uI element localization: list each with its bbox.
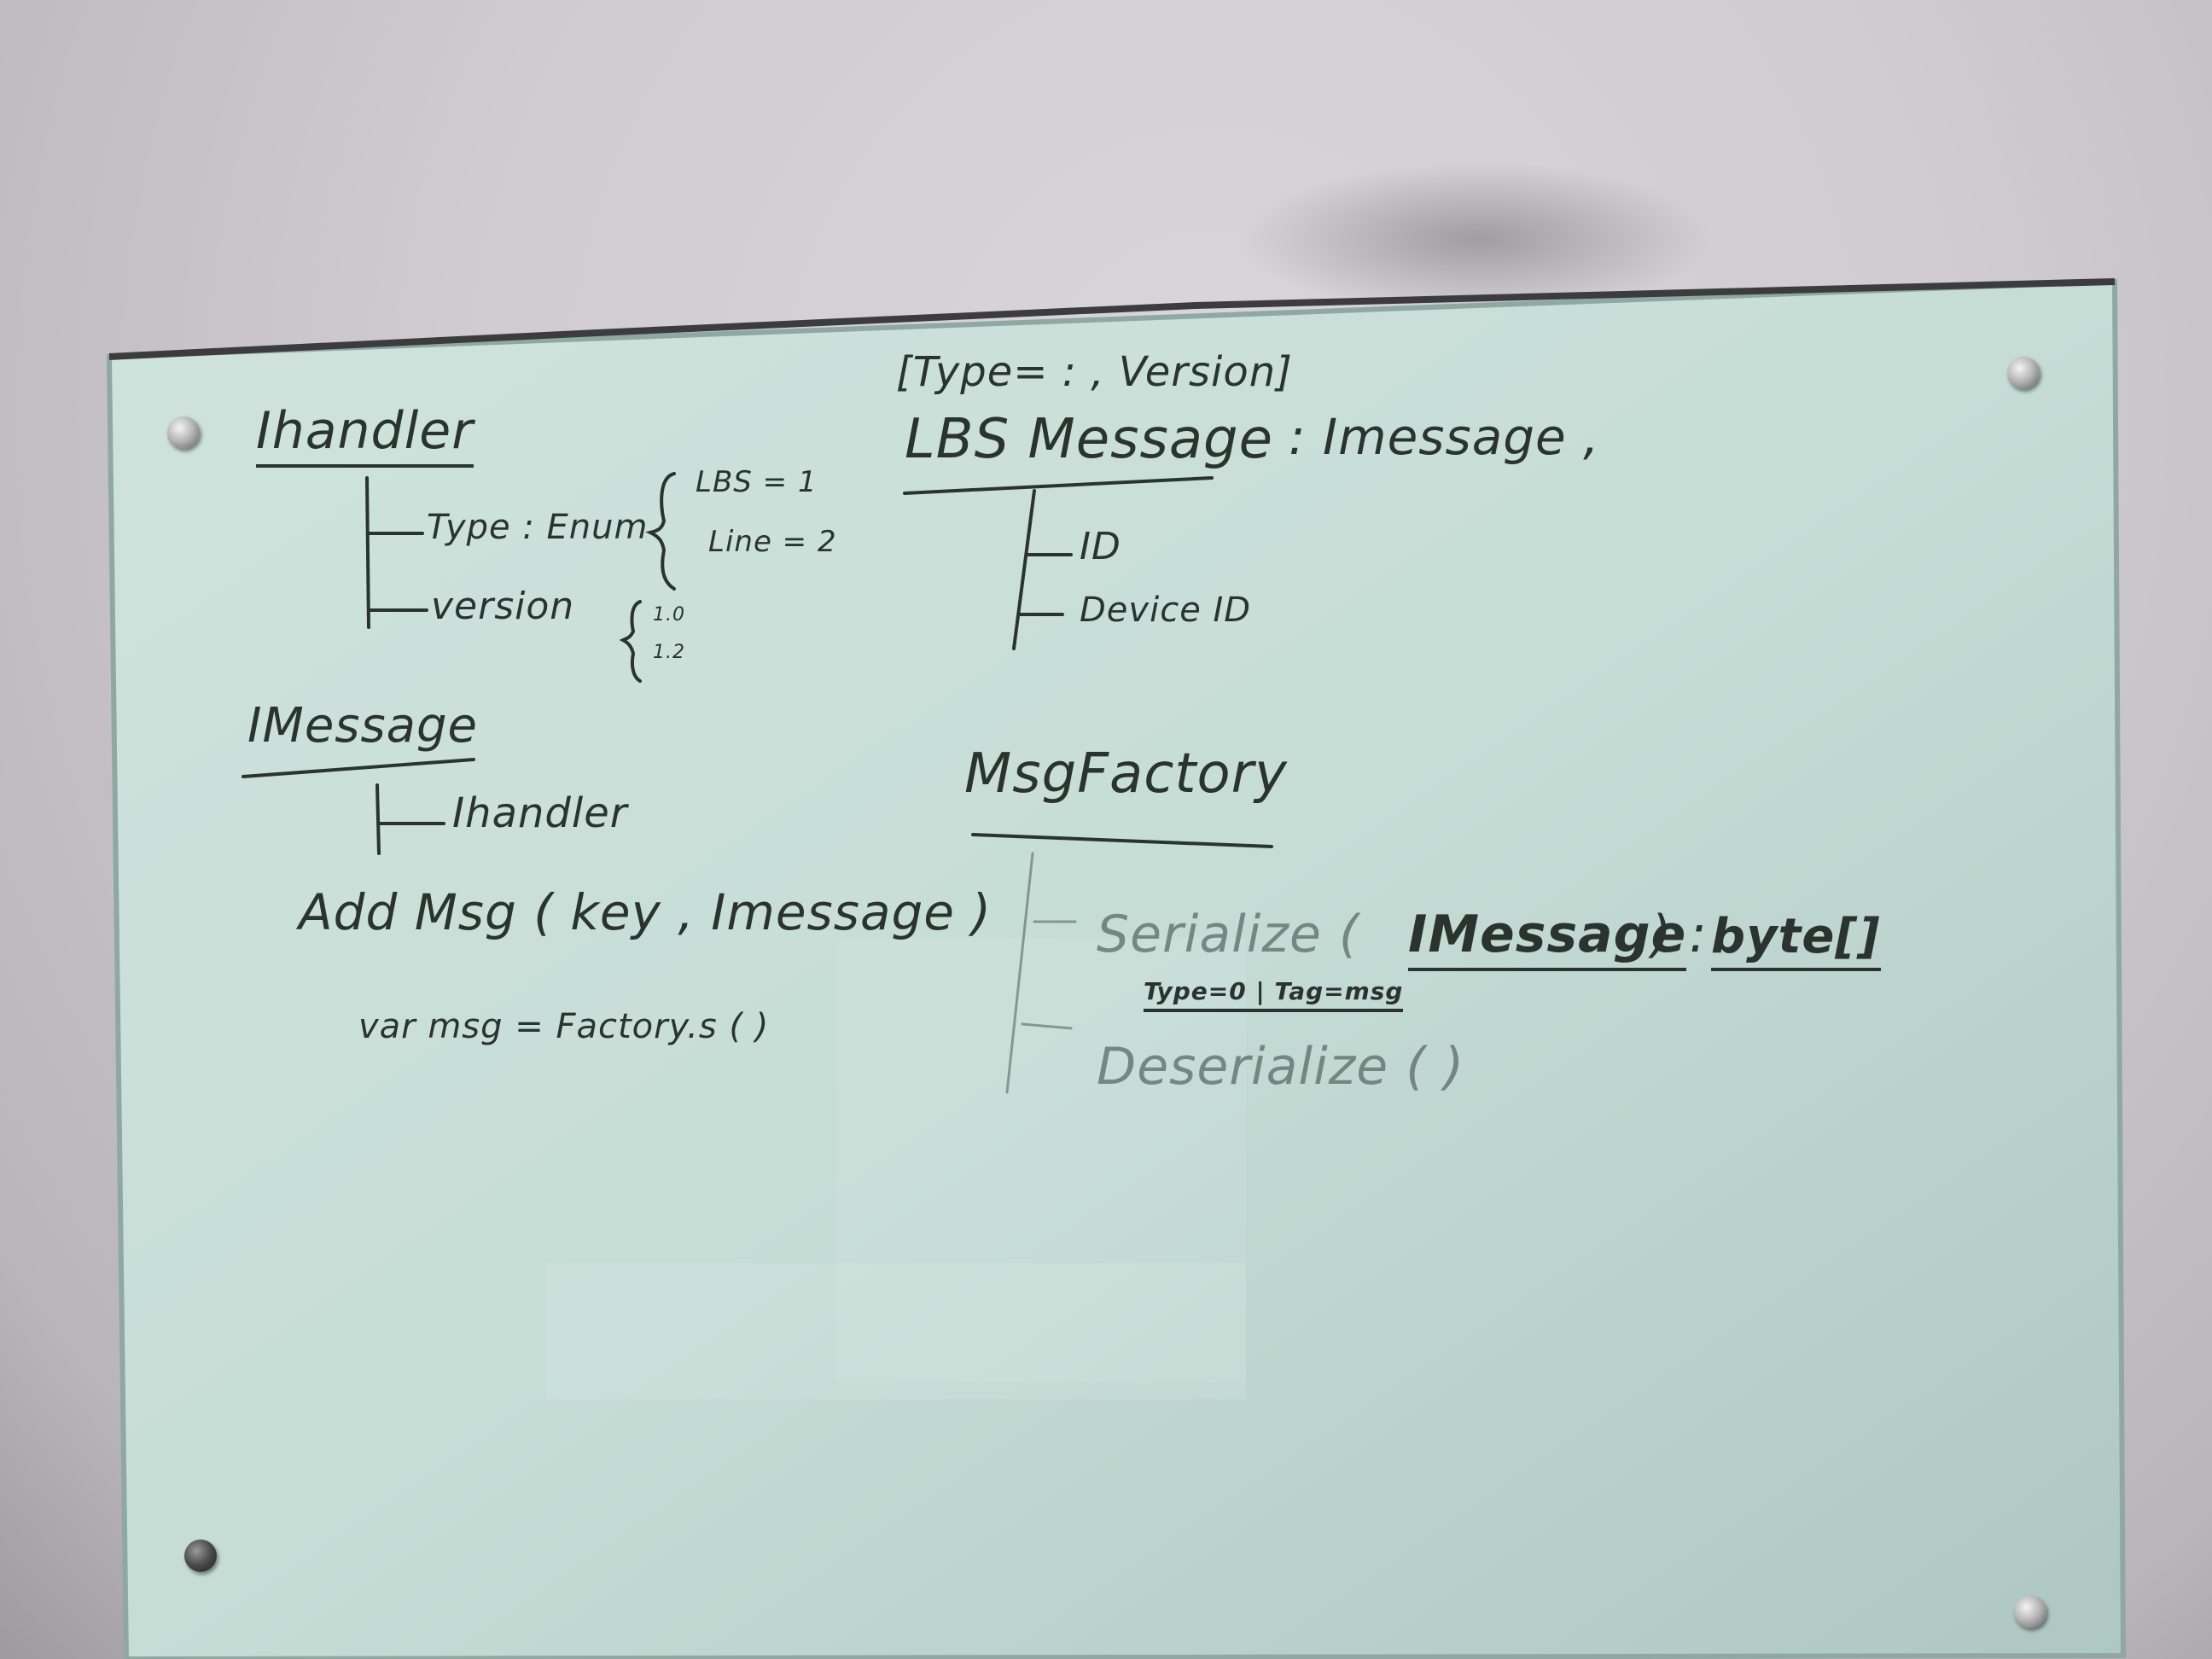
tree-line <box>1012 489 1036 650</box>
serialize-param: IMessage <box>1408 905 1687 971</box>
serialize-note: Type=0 | Tag=msg <box>1144 977 1404 1012</box>
mounting-screw <box>184 1540 217 1572</box>
mounting-screw <box>2007 357 2040 389</box>
reflection <box>546 1263 1246 1400</box>
type-option-line: Line = 2 <box>708 525 837 559</box>
board-top-edge <box>108 278 2116 360</box>
tree-line <box>375 783 381 855</box>
serialize-prefix: Serialize ( <box>1097 905 1360 964</box>
brace <box>619 600 642 683</box>
heading-underline <box>242 758 475 778</box>
attribute-line: [Type= : , Version] <box>896 348 1293 396</box>
serialize-return: byte[] <box>1711 909 1881 971</box>
deserialize-line: Deserialize ( ) <box>1097 1037 1465 1097</box>
ihandler-type-label: Type : Enum <box>427 508 649 547</box>
lbs-message-base: : Imessage , <box>1289 408 1600 466</box>
serialize-suffix: ) : <box>1651 905 1708 964</box>
ihandler-heading: Ihandler <box>256 401 474 468</box>
tree-line <box>365 476 370 629</box>
heading-underline <box>903 476 1214 495</box>
var-msg-line: var msg = Factory.s ( ) <box>358 1007 770 1046</box>
brace <box>645 472 676 591</box>
version-option-1-0: 1.0 <box>653 604 685 626</box>
lbs-child-id: ID <box>1080 525 1121 568</box>
tree-line-faint <box>1021 1022 1073 1030</box>
type-option-lbs: LBS = 1 <box>696 465 818 499</box>
version-option-1-2: 1.2 <box>653 642 685 663</box>
msgfactory-heading: MsgFactory <box>964 742 1288 806</box>
lbs-message-heading: LBS Message <box>905 408 1274 471</box>
imessage-child-ihandler: Ihandler <box>452 789 628 837</box>
ihandler-version-label: version <box>431 585 575 628</box>
lbs-child-device-id: Device ID <box>1080 591 1252 630</box>
heading-underline <box>971 833 1273 848</box>
wall-shadow <box>1237 162 1715 316</box>
mounting-screw <box>2014 1596 2046 1628</box>
add-msg-call: Add Msg ( key , Imessage ) <box>299 883 992 941</box>
glass-board <box>106 278 2127 1659</box>
mounting-screw <box>167 416 200 449</box>
tree-line-faint <box>1005 852 1034 1094</box>
reflection <box>836 939 1246 1382</box>
imessage-heading: IMessage <box>247 698 478 754</box>
